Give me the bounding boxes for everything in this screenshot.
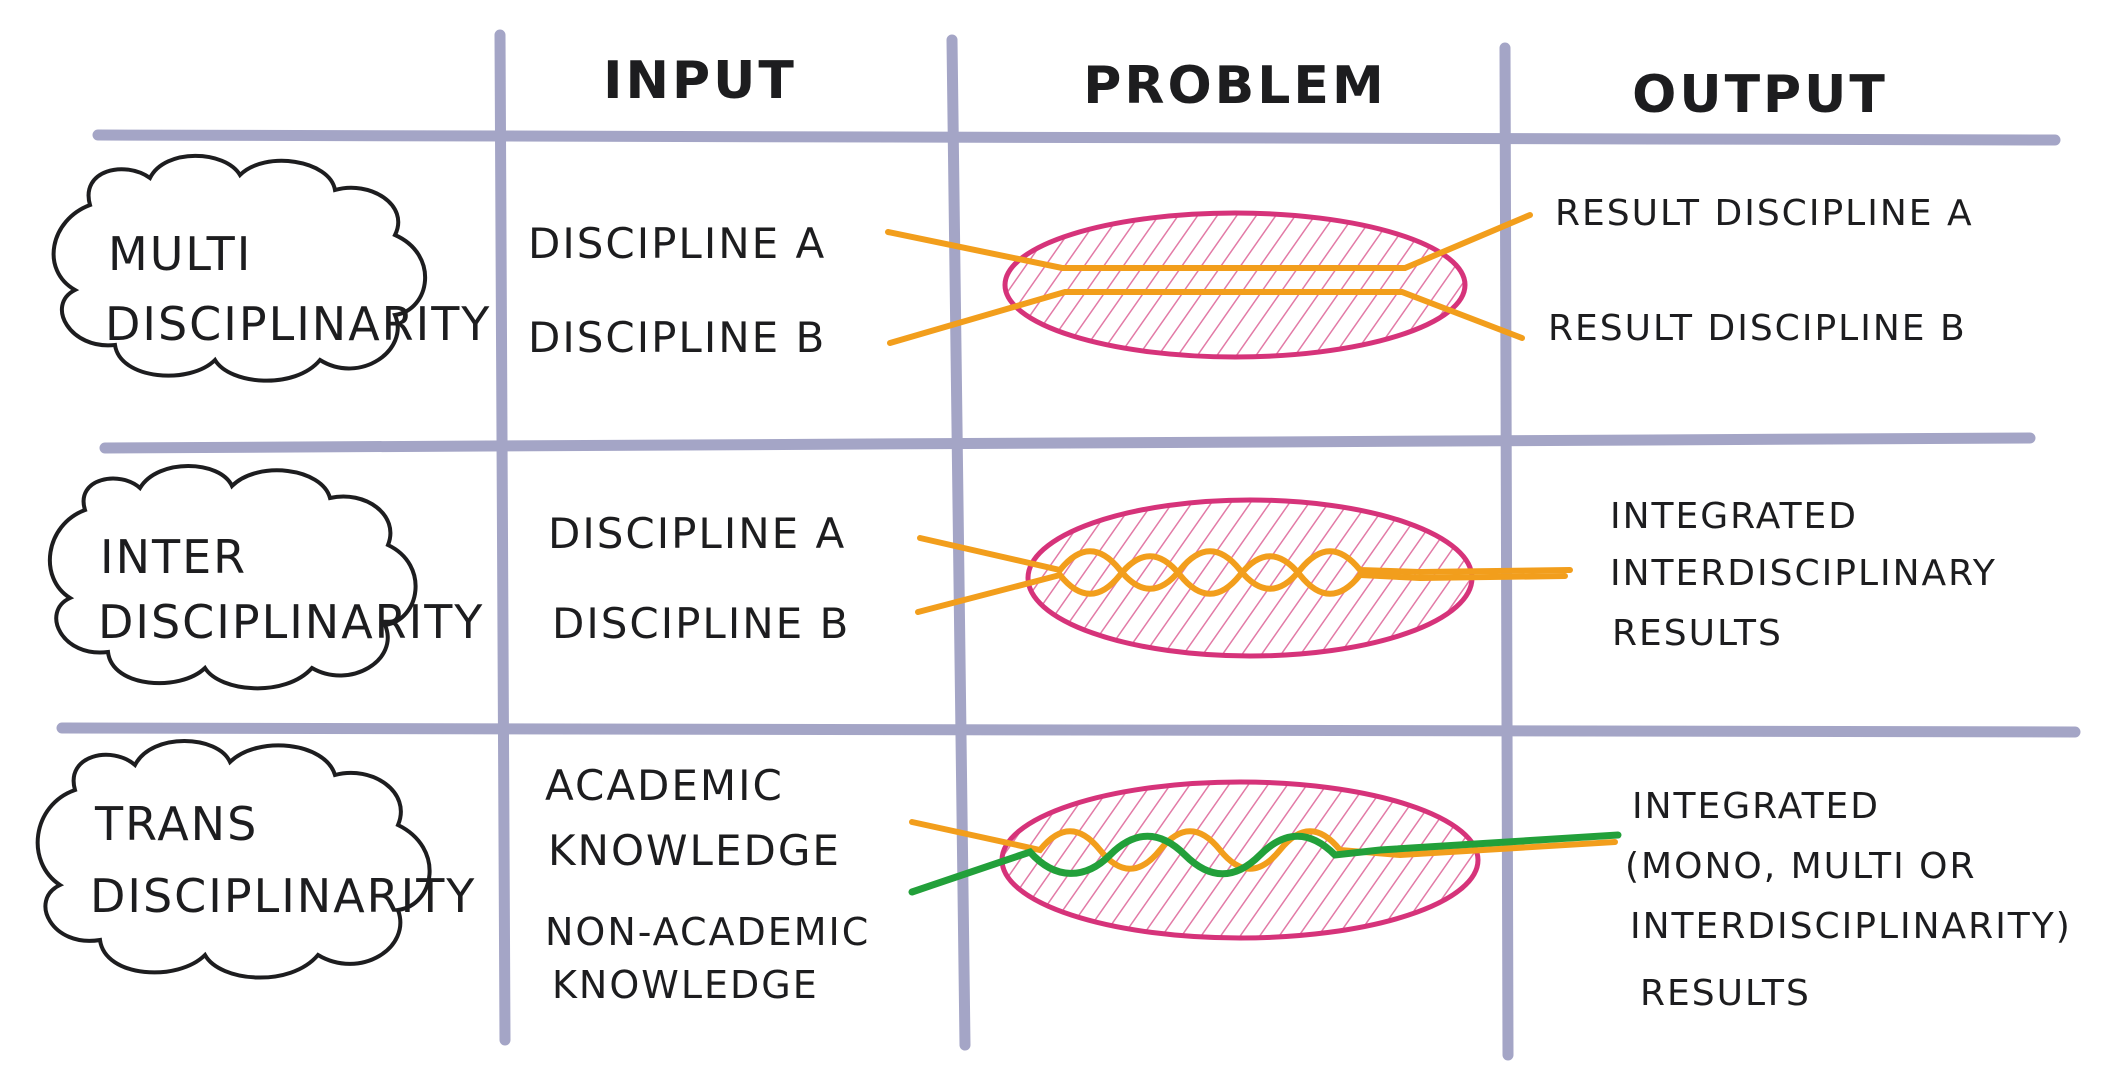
thread-discipline-b [887, 289, 1525, 346]
grid [56, 29, 2081, 1061]
output-line-2: INTERDISCIPLINARY [1610, 553, 1997, 594]
cloud-shape [35, 739, 432, 980]
cloud-shape [47, 464, 418, 691]
header-input: INPUT [603, 51, 797, 111]
thread-discipline-a [917, 535, 1573, 592]
header-divider [92, 129, 2061, 146]
thread-discipline-b [915, 553, 1568, 615]
row-label-line-1: MULTI [108, 227, 252, 281]
output-result-b: RESULT DISCIPLINE B [1548, 308, 1967, 349]
column-divider-2 [946, 34, 971, 1051]
row-label-line-2: DISCIPLINARITY [90, 869, 476, 923]
row-label-line-2: DISCIPLINARITY [105, 297, 491, 351]
cloud-shape [51, 153, 427, 383]
input-discipline-a: DISCIPLINE A [548, 509, 846, 558]
row-inter: INTER DISCIPLINARITY DISCIPLINE A DISCIP… [47, 464, 1997, 691]
output-line-1: INTEGRATED [1610, 496, 1858, 537]
output-line-4: RESULTS [1640, 973, 1811, 1014]
header-output: OUTPUT [1632, 65, 1888, 125]
row-multi: MULTI DISCIPLINARITY DISCIPLINE A DISCIP… [51, 153, 1974, 383]
row-divider-1 [99, 432, 2036, 454]
row-label-line-1: TRANS [94, 797, 258, 851]
thread-non-academic [908, 831, 1622, 896]
column-divider-3 [1499, 42, 1514, 1061]
output-line-3: RESULTS [1612, 613, 1783, 654]
thread-discipline-a [885, 212, 1533, 271]
input-discipline-b: DISCIPLINE B [528, 313, 826, 362]
row-divider-2 [56, 722, 2081, 738]
output-line-2: (MONO, MULTI OR [1625, 846, 1977, 887]
problem-ellipse [1002, 210, 1468, 360]
input-academic-line-2: KNOWLEDGE [548, 826, 841, 875]
input-academic-line-1: ACADEMIC [545, 761, 784, 810]
column-divider-1 [494, 29, 511, 1046]
input-discipline-a: DISCIPLINE A [528, 219, 826, 268]
row-label-line-2: DISCIPLINARITY [98, 595, 484, 649]
output-line-3: INTERDISCIPLINARITY) [1630, 906, 2072, 947]
column-headers: INPUT PROBLEM OUTPUT [603, 51, 1888, 125]
input-discipline-b: DISCIPLINE B [552, 599, 850, 648]
row-label-line-1: INTER [100, 530, 247, 584]
output-line-1: INTEGRATED [1632, 786, 1880, 827]
problem-ellipse [999, 779, 1481, 941]
output-result-a: RESULT DISCIPLINE A [1555, 193, 1974, 234]
row-trans: TRANS DISCIPLINARITY ACADEMIC KNOWLEDGE … [35, 739, 2072, 1014]
input-nonacademic-line-2: KNOWLEDGE [552, 963, 819, 1007]
header-problem: PROBLEM [1083, 56, 1386, 116]
input-nonacademic-line-1: NON-ACADEMIC [545, 910, 870, 954]
